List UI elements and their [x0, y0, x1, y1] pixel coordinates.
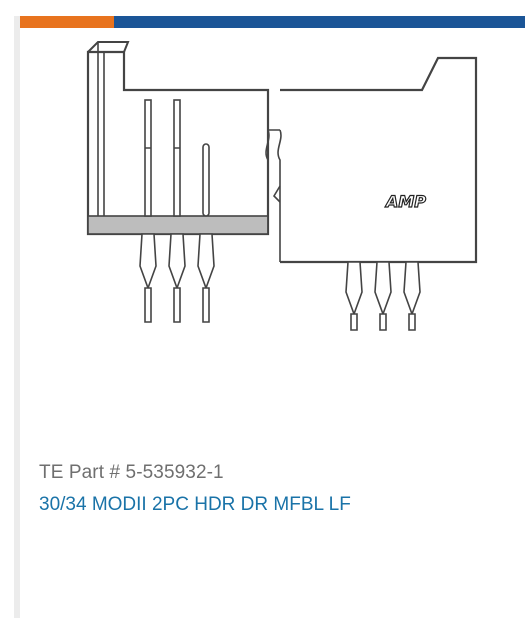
- product-title-link[interactable]: 30/34 MODII 2PC HDR DR MFBL LF: [39, 494, 351, 515]
- connector-drawing-icon: AMP: [86, 41, 478, 331]
- accent-bar-orange: [20, 16, 114, 28]
- product-card[interactable]: AMP TE Part # 5-535932-1 30/34 MODII: [14, 16, 525, 618]
- product-image[interactable]: AMP: [36, 30, 502, 342]
- part-number: TE Part # 5-535932-1: [39, 462, 224, 483]
- accent-bar-blue: [114, 16, 525, 28]
- accent-bar: [20, 16, 525, 28]
- amp-logo: AMP: [384, 192, 426, 211]
